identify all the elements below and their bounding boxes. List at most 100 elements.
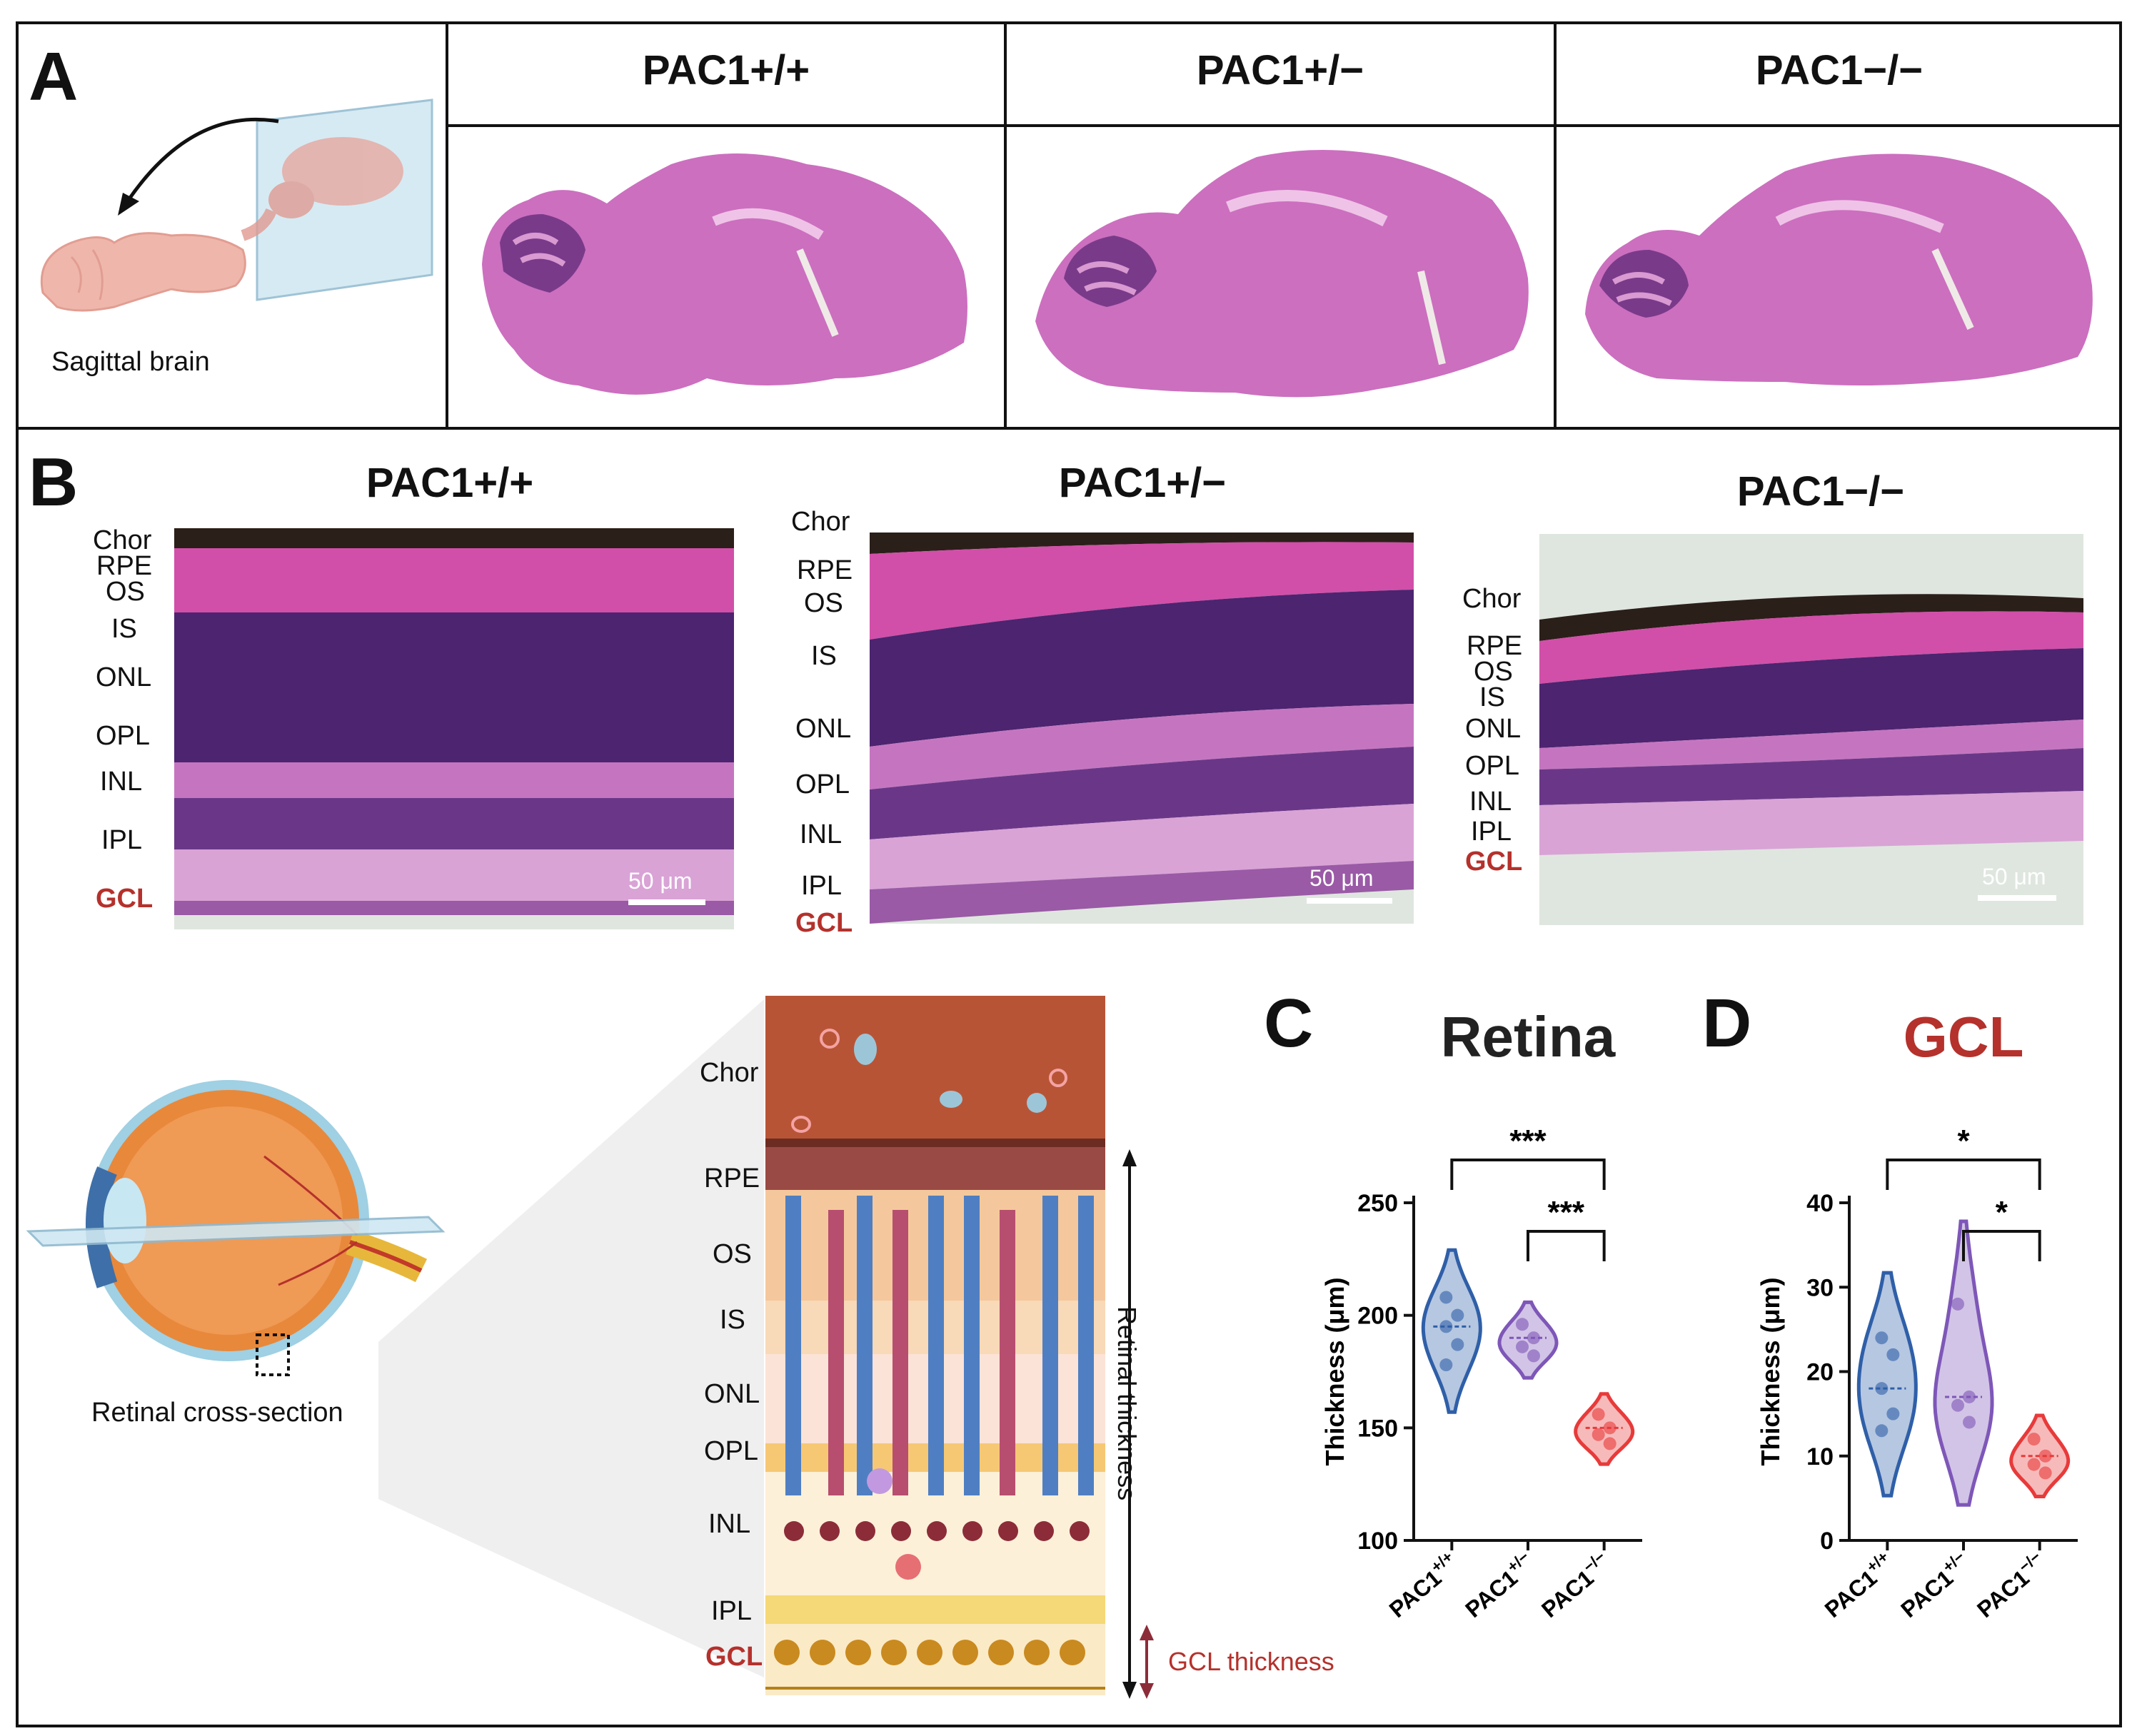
- micro1-label-is: IS: [111, 614, 137, 644]
- diagram-label-ipl: IPL: [711, 1596, 753, 1626]
- sagittal-brain-label: Sagittal brain: [51, 347, 210, 377]
- data-point: [1603, 1421, 1616, 1435]
- retina-micrograph-ko: 50 μm: [1539, 534, 2083, 925]
- micro3-label-ipl: IPL: [1471, 817, 1512, 847]
- panel-b-genotype-ko: PAC1−/−: [1736, 468, 1905, 515]
- scale-bar-label-ko: 50 μm: [1982, 864, 2046, 889]
- panel-a-genotype-wt: PAC1+/+: [642, 47, 810, 94]
- gcl-thickness-label: GCL thickness: [1168, 1647, 1334, 1676]
- chart-title: Retina: [1441, 1005, 1616, 1069]
- x-tick-label-sup: +/+: [1427, 1548, 1456, 1576]
- micro1-label-gcl: GCL: [96, 884, 154, 914]
- panel-a-divider-2: [1004, 21, 1007, 428]
- x-tick-label-sup: +/−: [1939, 1548, 1968, 1576]
- y-tick-label: 100: [1357, 1528, 1398, 1555]
- significance-bracket: [1527, 1230, 1606, 1261]
- panel-a-genotype-ko: PAC1−/−: [1755, 47, 1924, 94]
- x-tick-label: PAC1−/−: [1534, 1548, 1616, 1623]
- sagittal-brain-icon: [40, 232, 246, 312]
- brain-section-ko: [1585, 153, 2093, 385]
- data-point: [1886, 1348, 1900, 1361]
- x-tick-label: PAC1+/+: [1382, 1548, 1464, 1623]
- micro2-label-os: OS: [804, 588, 843, 618]
- scale-bar-ko: [1978, 895, 2056, 901]
- data-point: [1875, 1424, 1889, 1438]
- chart-title: GCL: [1904, 1005, 2024, 1069]
- data-point: [2038, 1449, 2052, 1463]
- significance-bracket: [1450, 1159, 1606, 1190]
- panel-a-genotype-het: PAC1+/−: [1196, 47, 1364, 94]
- horizontal-cell-icon: [867, 1468, 892, 1494]
- retina-layer-diagram: [765, 996, 1105, 1695]
- x-tick-label-sup: −/−: [2015, 1548, 2043, 1576]
- violin-shape: [1933, 1219, 1994, 1507]
- data-point: [1439, 1291, 1453, 1304]
- micro2-label-is: IS: [811, 641, 837, 671]
- x-tick-label: PAC1−/−: [1970, 1548, 2051, 1623]
- data-point: [1875, 1382, 1889, 1396]
- micro1-label-inl: INL: [100, 767, 143, 797]
- diagram-label-is: IS: [720, 1305, 745, 1335]
- panel-d-letter: D: [1702, 985, 1752, 1061]
- data-point: [2038, 1466, 2052, 1480]
- x-tick-label-sup: +/+: [1863, 1548, 1891, 1576]
- data-point: [1451, 1338, 1464, 1351]
- scale-bar-label-wt: 50 μm: [628, 868, 693, 894]
- figure-frame: [16, 21, 2122, 1727]
- brain-icon: [241, 137, 403, 241]
- panel-a-divider-3: [1554, 21, 1557, 428]
- x-tick-label: PAC1+/+: [1818, 1548, 1899, 1623]
- brain-section-het: [1035, 150, 1529, 398]
- x-tick-label-sup: +/−: [1504, 1548, 1532, 1576]
- data-point: [1439, 1320, 1453, 1333]
- micro3-label-gcl: GCL: [1465, 847, 1523, 877]
- retina-micrograph-wt: 50 μm: [174, 528, 734, 929]
- thickness-arrows: [1122, 1149, 1154, 1699]
- diagram-label-onl: ONL: [704, 1379, 760, 1409]
- x-tick-label-sup: −/−: [1579, 1548, 1608, 1576]
- y-tick-label: 200: [1357, 1303, 1398, 1330]
- y-axis-label: Thickness (μm): [1320, 1277, 1349, 1465]
- retinal-thickness-label: Retinal thickness: [1112, 1306, 1142, 1501]
- micro3-label-inl: INL: [1469, 787, 1512, 817]
- data-point: [1527, 1349, 1540, 1363]
- y-tick-label: 20: [1806, 1359, 1834, 1386]
- data-point: [1963, 1415, 1976, 1429]
- significance-stars: ***: [1548, 1195, 1585, 1230]
- panel-c-letter: C: [1264, 985, 1314, 1061]
- scale-bar-wt: [628, 899, 705, 905]
- x-tick-label: PAC1+/−: [1894, 1548, 1975, 1623]
- micro2-label-opl: OPL: [795, 769, 850, 799]
- data-point: [2027, 1458, 2041, 1471]
- panel-b-genotype-het: PAC1+/−: [1058, 460, 1227, 506]
- y-tick-label: 30: [1806, 1274, 1834, 1301]
- data-point: [1951, 1398, 1964, 1412]
- data-point: [1592, 1428, 1605, 1441]
- panel-a-header-line: [446, 124, 2122, 127]
- bipolar-cells: [784, 1521, 1090, 1541]
- micro3-label-is: IS: [1479, 682, 1505, 712]
- micro2-label-rpe: RPE: [797, 555, 853, 585]
- panel-b-genotype-wt: PAC1+/+: [366, 460, 534, 506]
- micro1-label-onl: ONL: [96, 662, 152, 692]
- diagram-label-opl: OPL: [704, 1436, 759, 1466]
- micro1-label-opl: OPL: [96, 721, 151, 751]
- amacrine-cell-icon: [895, 1554, 921, 1580]
- data-point: [1951, 1297, 1964, 1311]
- micro1-label-os: OS: [106, 577, 145, 607]
- micro1-label-chor: Chor: [93, 525, 152, 555]
- choroid-cells: [791, 1029, 1067, 1133]
- sagittal-brain-schematic: [40, 99, 433, 312]
- diagram-label-os: OS: [713, 1239, 752, 1269]
- data-point: [2027, 1433, 2041, 1446]
- panel-b-letter: B: [29, 444, 79, 520]
- eye-schematic: [26, 999, 764, 1677]
- data-point: [1886, 1407, 1900, 1420]
- magnify-box-icon: [256, 1333, 290, 1376]
- micro2-label-ipl: IPL: [801, 871, 843, 901]
- y-tick-label: 10: [1806, 1443, 1834, 1470]
- diagram-label-rpe: RPE: [704, 1164, 760, 1194]
